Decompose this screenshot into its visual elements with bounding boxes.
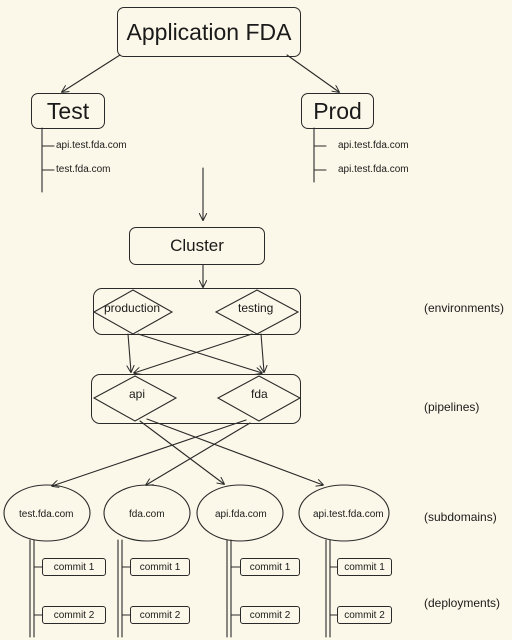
env-production-diamond: [92, 289, 174, 335]
env-production-label: production: [104, 301, 161, 315]
env-testing-diamond: [214, 289, 300, 335]
commit-box: commit 1: [42, 558, 106, 576]
subdomain-label-1: test.fda.com: [19, 509, 74, 520]
commit-box: commit 2: [337, 606, 392, 624]
subdomain-ellipse-1: [3, 484, 91, 542]
subdomain-label-4: api.test.fda.com: [313, 509, 384, 520]
subdomain-label-2: fda.com: [129, 509, 165, 520]
commit-label: commit 1: [344, 561, 385, 573]
commit-label: commit 2: [139, 609, 181, 621]
subdomain-ellipse-3: [196, 484, 284, 542]
commit-box: commit 2: [240, 606, 300, 624]
commit-box: commit 1: [337, 558, 392, 576]
arrow-app-to-prod: [286, 54, 339, 92]
test-label: Test: [46, 97, 90, 124]
commit-label: commit 1: [53, 561, 95, 573]
pipelines-container: [91, 374, 301, 424]
pipeline-fda-label: fda: [251, 387, 268, 401]
commit-box: commit 2: [130, 606, 190, 624]
commit-label: commit 1: [249, 561, 291, 573]
pipeline-api-label: api: [129, 387, 146, 401]
cluster-label: Cluster: [170, 236, 224, 255]
subdomain-ellipse-2: [103, 484, 191, 542]
arrow-fda-to-test-fda: [52, 419, 247, 486]
prod-box: Prod: [301, 93, 374, 129]
arrow-testing-to-api: [134, 333, 253, 373]
subdomains-note: (subdomains): [424, 510, 497, 524]
subdomain-label-3: api.fda.com: [215, 509, 267, 520]
prod-domain-2: api.test.fda.com: [338, 164, 409, 175]
commit-box: commit 1: [130, 558, 190, 576]
commit-label: commit 2: [53, 609, 95, 621]
test-domain-1: api.test.fda.com: [56, 140, 127, 151]
env-testing-label: testing: [238, 301, 274, 315]
pipelines-note: (pipelines): [424, 400, 480, 414]
arrow-production-to-api: [128, 333, 131, 372]
prod-label: Prod: [313, 97, 362, 124]
arrow-fda-to-fda: [146, 422, 251, 485]
arrow-app-to-test: [62, 54, 121, 92]
environments-container: [93, 288, 301, 335]
commit-label: commit 2: [344, 609, 385, 621]
commit-box: commit 1: [240, 558, 300, 576]
app-title-box: Application FDA: [117, 7, 301, 57]
app-title: Application FDA: [126, 18, 292, 45]
arrow-production-to-fda: [137, 333, 262, 373]
test-domain-2: test.fda.com: [56, 164, 111, 175]
commit-label: commit 1: [139, 561, 181, 573]
commit-box: commit 2: [42, 606, 106, 624]
environments-note: (environments): [424, 301, 505, 315]
pipeline-api-diamond: [92, 375, 178, 422]
commit-label: commit 2: [249, 609, 291, 621]
arrow-api-to-api-test-fda: [146, 418, 323, 485]
deployments-note: (deployments): [424, 596, 501, 610]
arrow-testing-to-fda: [261, 333, 264, 372]
prod-domain-1: api.test.fda.com: [338, 140, 409, 151]
arrow-api-to-api-fda: [139, 420, 224, 484]
cluster-box: Cluster: [129, 227, 265, 265]
test-box: Test: [31, 93, 105, 129]
subdomain-ellipse-4: [298, 484, 390, 542]
